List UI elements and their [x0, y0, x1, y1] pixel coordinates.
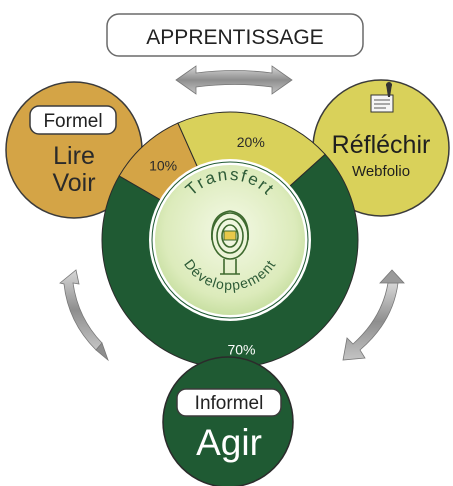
- notepad-pen-icon: [370, 82, 394, 113]
- pie-slice-10-label: 10%: [149, 158, 177, 174]
- informel-title: Agir: [196, 422, 262, 463]
- formel-line1: Lire: [53, 142, 95, 170]
- formel-tag-label: Formel: [43, 111, 102, 132]
- apprentissage-header: APPRENTISSAGE: [106, 13, 364, 57]
- informel-tag-label: Informel: [195, 393, 264, 414]
- reflechir-subtitle: Webfolio: [352, 163, 410, 180]
- right-curved-arrow-icon: [342, 269, 405, 361]
- top-curved-arrow-icon: [175, 65, 293, 95]
- reflechir-title: Réfléchir: [332, 131, 431, 159]
- fingerprint-tree-icon: [211, 210, 249, 275]
- reflechir-circle: Réfléchir Webfolio: [312, 79, 450, 217]
- informel-circle: Informel Agir: [162, 356, 294, 486]
- header-title: APPRENTISSAGE: [146, 26, 323, 49]
- left-curved-arrow-icon: [59, 269, 109, 362]
- pie-slice-20-label: 20%: [237, 134, 265, 150]
- pie-slice-70-label: 70%: [227, 341, 255, 357]
- informel-tag: [176, 388, 282, 417]
- formel-line2: Voir: [52, 169, 95, 197]
- center-disc: Transfert Développement: [149, 159, 311, 321]
- formel-tag: [29, 105, 117, 135]
